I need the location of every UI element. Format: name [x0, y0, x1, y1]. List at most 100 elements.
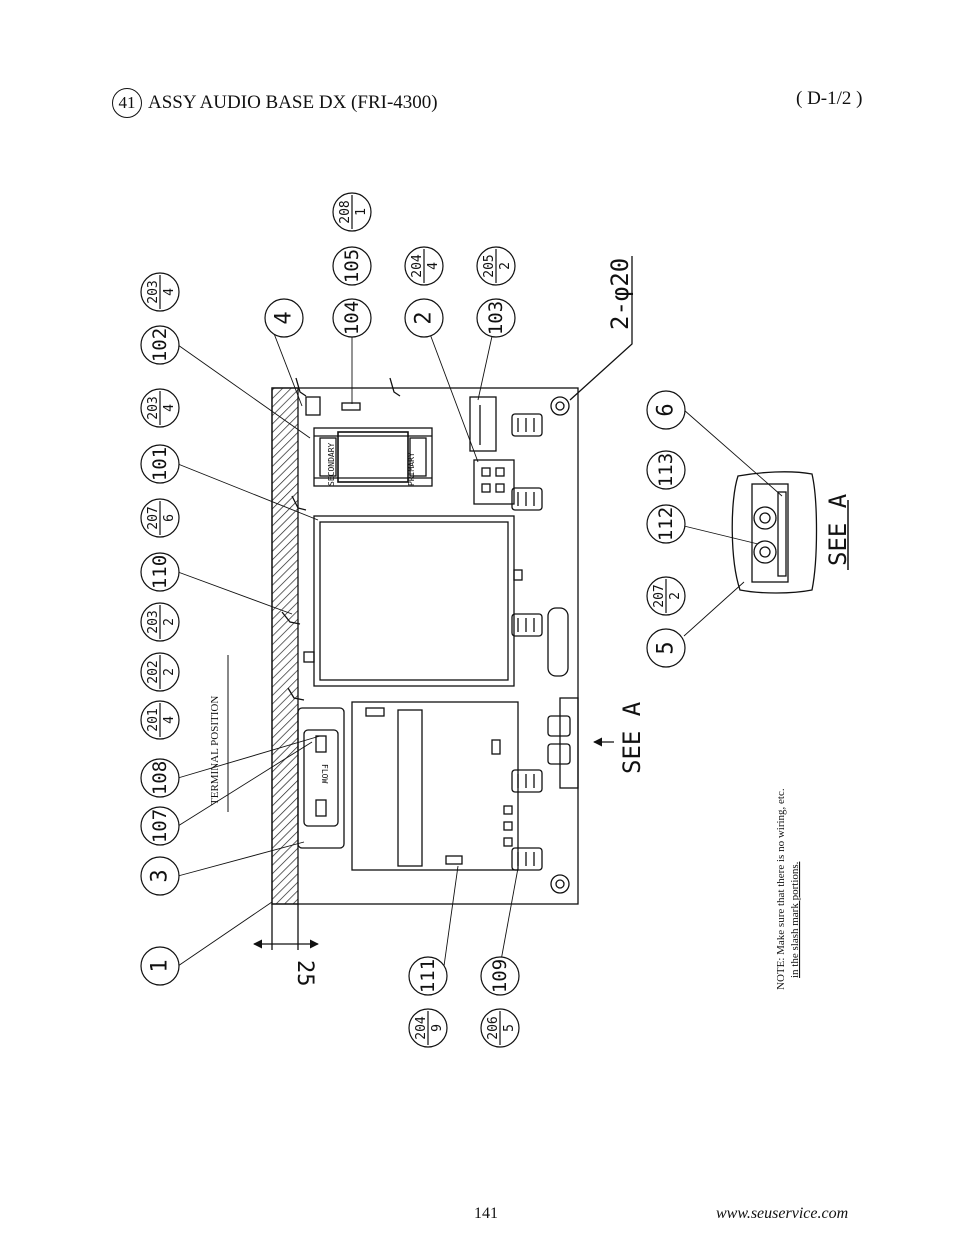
- cable-clamp: [511, 847, 543, 871]
- quantity-count: 4: [162, 404, 177, 412]
- clip: [287, 687, 305, 701]
- balloon-111: 111: [408, 956, 448, 996]
- quantity-part: 206: [486, 1016, 501, 1039]
- balloon-104: 104: [332, 298, 372, 338]
- balloon-text: 111: [417, 959, 439, 993]
- assembly-number: 41: [112, 88, 142, 118]
- audio-pcb: [351, 701, 519, 871]
- balloon-text: 1: [148, 959, 173, 972]
- page-header: 41 ASSY AUDIO BASE DX (FRI-4300): [112, 88, 438, 118]
- clip: [295, 377, 307, 397]
- quantity-part: 205: [482, 254, 497, 277]
- quantity-count: 6: [162, 514, 177, 522]
- balloon-text: 110: [149, 555, 171, 589]
- secondary-label: SECONDARY: [327, 442, 336, 486]
- balloon-5: 5: [646, 628, 686, 668]
- balloon-text: 3: [148, 869, 173, 882]
- website: www.seuservice.com: [716, 1205, 849, 1222]
- clip: [281, 611, 301, 625]
- balloon-108: 108: [140, 758, 180, 798]
- hole-leader: [569, 256, 633, 401]
- balloon-4: 4: [264, 298, 304, 338]
- quantity-part: 203: [146, 280, 161, 303]
- balloon-109: 109: [480, 956, 520, 996]
- amplifier-unit: [303, 515, 523, 687]
- transformer: [313, 427, 433, 487]
- primary-label: PRIMARY: [407, 452, 416, 486]
- balloon-110: 110: [140, 552, 180, 592]
- balloon-text: 108: [149, 761, 171, 795]
- balloon-text: 113: [655, 453, 677, 487]
- dimension-25: [253, 904, 319, 950]
- quantity-count: 4: [162, 288, 177, 296]
- quantity-count: 4: [426, 262, 441, 270]
- balloon-text: 112: [655, 507, 677, 541]
- balloon-103: 103: [476, 298, 516, 338]
- quantity-count: 2: [162, 668, 177, 676]
- note-line-2: in the slash mark portions.: [789, 861, 801, 978]
- quantity-count: 5: [502, 1024, 517, 1032]
- quantity-part: 204: [414, 1016, 429, 1040]
- note-line-1: NOTE: Make sure that there is no wiring,…: [775, 788, 787, 990]
- balloon-102: 102: [140, 325, 180, 365]
- terminal-position-label: TERMINAL POSITION: [209, 696, 221, 805]
- quantity-count: 9: [430, 1024, 445, 1032]
- balloon-2: 2: [404, 298, 444, 338]
- quantity-count: 2: [668, 592, 683, 600]
- label-plate: [341, 402, 361, 411]
- balloon-3: 3: [140, 856, 180, 896]
- quantity-part: 203: [146, 396, 161, 419]
- balloon-1: 1: [140, 946, 180, 986]
- assembly-title: ASSY AUDIO BASE DX (FRI-4300): [148, 92, 438, 113]
- page-number: 141: [474, 1205, 498, 1222]
- balloon-101: 101: [140, 444, 180, 484]
- quantity-part: 202: [146, 660, 161, 683]
- balloon-text: 107: [149, 809, 171, 843]
- clip: [291, 495, 307, 511]
- flow-unit: [297, 707, 345, 849]
- balloon-text: 104: [341, 301, 363, 335]
- balloon-112: 112: [646, 504, 686, 544]
- slot-opening: [547, 607, 569, 677]
- quantity-part: 204: [410, 254, 425, 278]
- balloon-text: 102: [149, 328, 171, 362]
- balloon-text: 109: [489, 959, 511, 993]
- quantity-part: 201: [146, 708, 161, 731]
- sheet-number: ( D-1/2 ): [796, 88, 863, 109]
- quantity-count: 2: [498, 262, 513, 270]
- fuse-block: [305, 396, 321, 416]
- quantity-part: 207: [146, 506, 161, 529]
- flow-label: FLOW: [320, 764, 329, 783]
- balloon-text: 5: [654, 641, 679, 654]
- quantity-count: 2: [162, 618, 177, 626]
- mounting-hole: [550, 396, 570, 416]
- balloon-text: 105: [341, 249, 363, 283]
- mounting-hole: [550, 874, 570, 894]
- balloon-6: 6: [646, 390, 686, 430]
- balloon-105: 105: [332, 246, 372, 286]
- balloon-113: 113: [646, 450, 686, 490]
- balloon-text: 2: [412, 311, 437, 324]
- balloon-text: 4: [272, 311, 297, 324]
- quantity-part: 208: [338, 200, 353, 223]
- balloon-text: 103: [485, 301, 507, 335]
- clip: [389, 377, 401, 397]
- balloon-text: 101: [149, 447, 171, 481]
- cable-clamp: [511, 487, 543, 511]
- balloon-text: 6: [654, 403, 679, 416]
- see-a-detail-label: SEE A: [824, 493, 852, 566]
- quantity-count: 4: [162, 716, 177, 724]
- quantity-count: 1: [354, 208, 369, 216]
- see-a-main-label: SEE A: [618, 701, 646, 774]
- cable-clamp: [511, 613, 543, 637]
